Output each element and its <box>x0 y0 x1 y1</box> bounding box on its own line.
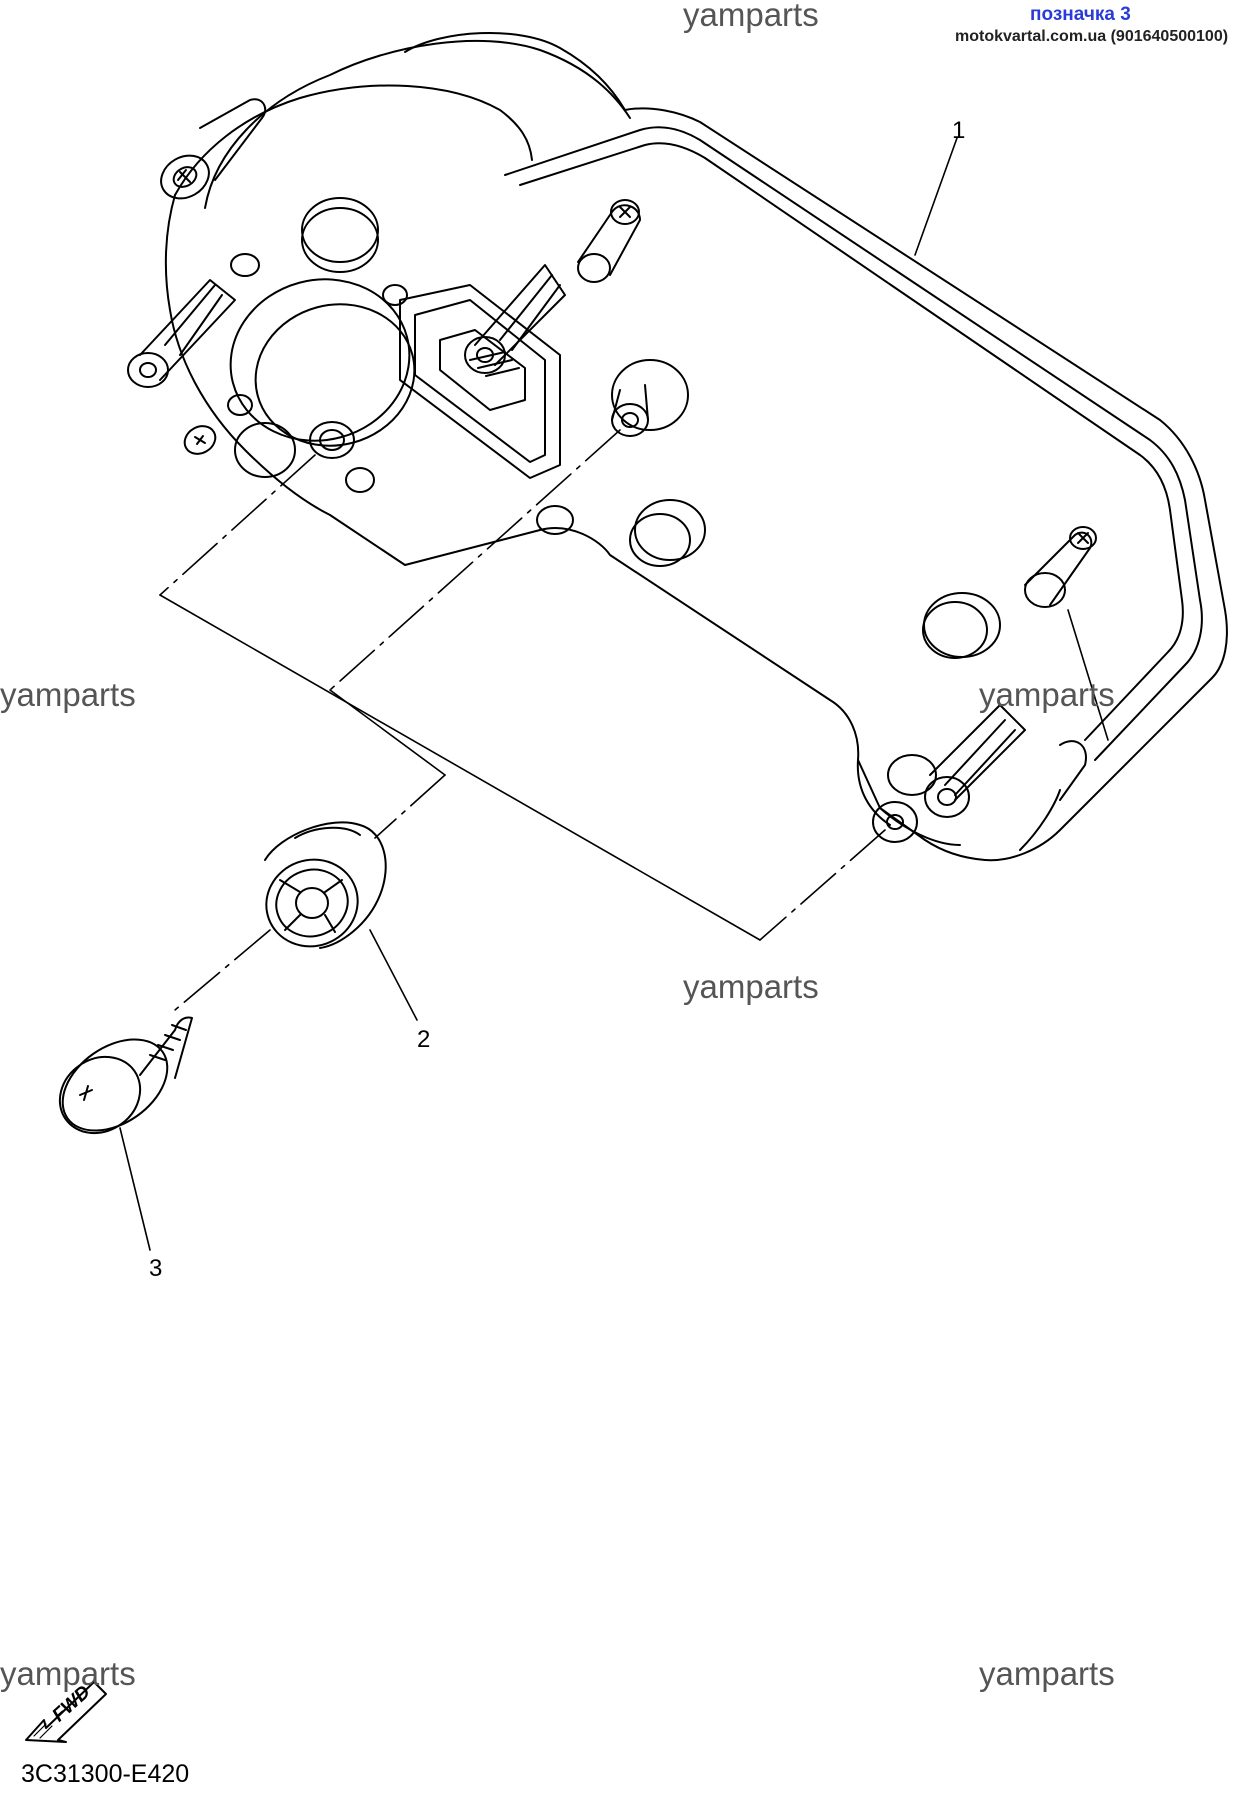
meter-housing-dome <box>204 39 631 209</box>
screw-part <box>58 1016 193 1135</box>
watermark-right: yamparts <box>979 676 1115 713</box>
post-center-right <box>611 359 689 437</box>
meter-assembly <box>127 31 1228 862</box>
boss-circle <box>234 422 296 478</box>
phantom-line <box>374 774 446 839</box>
assembly-line <box>329 689 446 776</box>
fwd-label-svg: FWD <box>48 1681 94 1726</box>
meter-back-face-lower <box>857 759 961 846</box>
meter-housing-rim <box>404 31 626 111</box>
boss-circle <box>345 467 375 493</box>
mount-peg-upper-right <box>577 199 641 283</box>
boss-circle <box>227 394 253 416</box>
case-edge-detail <box>1019 740 1087 851</box>
callout-leader-1 <box>914 137 958 256</box>
fwd-label: FWD <box>48 1681 94 1726</box>
drawing-code: 3C31300-E420 <box>21 1760 190 1788</box>
phantom-line <box>174 929 271 1011</box>
grommet-part <box>264 821 387 949</box>
forward-arrow-icon <box>25 1681 107 1743</box>
badge-title: позначка 3 <box>1030 4 1131 25</box>
watermark-bottom-left: yamparts <box>0 1655 136 1692</box>
boss-circle <box>382 284 408 306</box>
watermark-top: yamparts <box>683 0 819 33</box>
callout-part-2: 2 <box>417 1026 431 1053</box>
meter-back-face <box>164 194 891 826</box>
mount-post-left-lower <box>183 425 217 455</box>
mount-peg-right <box>1024 526 1097 608</box>
boss-lower-center <box>629 499 706 567</box>
watermark-middle: yamparts <box>683 968 819 1005</box>
meter-case-inner-line <box>504 126 1203 761</box>
watermark-left: yamparts <box>0 676 136 713</box>
assembly-line <box>159 594 761 941</box>
phantom-line <box>329 429 621 691</box>
meter-case-outline <box>624 107 1228 862</box>
meter-case-inner-line-2 <box>519 142 1184 741</box>
boss-circle <box>301 197 379 263</box>
boss-circle <box>536 505 574 535</box>
boss-right <box>922 592 1001 659</box>
meter-housing-dome-inner <box>174 84 533 196</box>
phantom-line <box>759 829 886 941</box>
callout-leader-3 <box>119 1127 151 1251</box>
callout-part-3: 3 <box>149 1255 163 1282</box>
callout-part-1: 1 <box>952 117 966 144</box>
cone-post-upper-center <box>464 264 566 374</box>
cone-post-left <box>127 279 236 388</box>
assembly-lines <box>119 137 1109 1251</box>
gauge-body-left <box>229 278 416 459</box>
badge-source: motokvartal.com.ua (901640500100) <box>955 28 1229 45</box>
connector-socket <box>399 284 561 479</box>
phantom-line <box>159 454 316 596</box>
cone-post-lower-right <box>872 704 1026 843</box>
callout-leader-1b <box>1067 609 1109 741</box>
callout-leader-2 <box>369 929 418 1021</box>
mount-post-top-left <box>160 98 267 200</box>
watermark-bottom-right: yamparts <box>979 1655 1115 1692</box>
boss-circle <box>230 253 260 277</box>
boss-circle <box>301 207 379 273</box>
